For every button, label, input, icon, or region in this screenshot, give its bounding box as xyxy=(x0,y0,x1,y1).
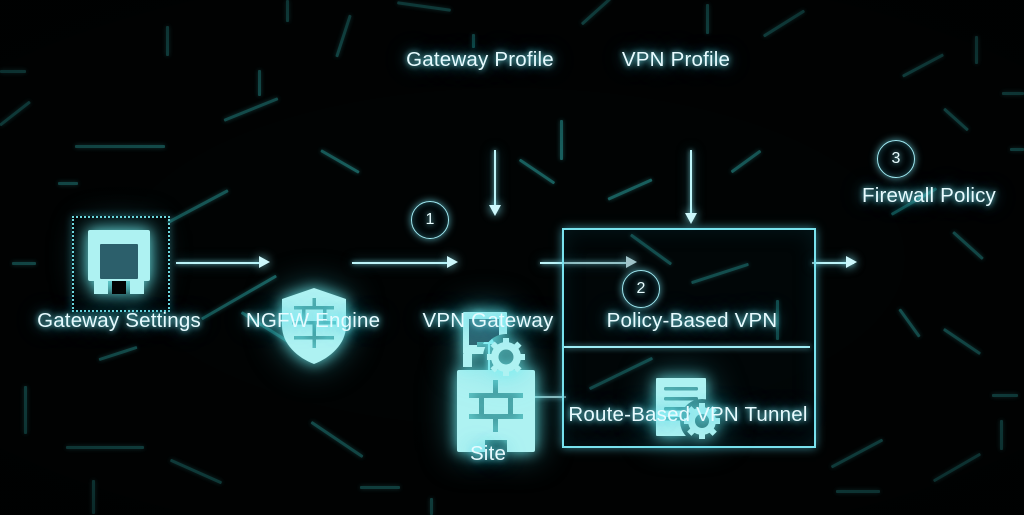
policy-based-vpn-label: Policy-Based VPN xyxy=(606,309,778,332)
connector-vpnprofile-to-vpnbox xyxy=(690,150,692,220)
gateway-profile-label: Gateway Profile xyxy=(406,48,554,71)
vpn-profile-icon[interactable] xyxy=(652,376,728,442)
vpn-gateway-icon[interactable] xyxy=(457,370,535,452)
connector-settings-to-ngfw xyxy=(176,262,259,264)
firewall-policy-label: Firewall Policy xyxy=(862,184,996,207)
connector-site-to-tunnel xyxy=(534,396,566,398)
arrowhead-settings-to-ngfw xyxy=(259,256,270,268)
arrowhead-gateway-to-vpnbox xyxy=(626,256,637,268)
arrowhead-ngfw-to-gateway xyxy=(447,256,458,268)
firewall-brick-icon xyxy=(457,370,535,452)
gateway-profile-icon[interactable] xyxy=(455,310,533,376)
vpn-box-divider xyxy=(564,346,810,348)
shield-firewall-icon xyxy=(282,288,346,364)
connector-gateway-to-vpnbox xyxy=(540,262,626,264)
ngfw-engine-label: NGFW Engine xyxy=(245,309,381,332)
badge-two: 2 xyxy=(622,270,660,308)
vpn-gateway-label: VPN Gateway xyxy=(422,309,554,332)
site-label: Site xyxy=(469,442,507,465)
connector-vpnbox-to-policy xyxy=(812,262,854,264)
gateway-settings-label: Gateway Settings xyxy=(37,309,201,332)
connector-ngfw-to-gateway xyxy=(352,262,447,264)
ngfw-engine-icon[interactable] xyxy=(278,286,350,366)
gateway-settings-icon[interactable] xyxy=(88,230,150,294)
document-gear-icon xyxy=(656,378,720,439)
arrowhead-gatewayprofile xyxy=(489,205,501,216)
badge-one: 1 xyxy=(411,201,449,239)
route-based-vpn-tunnel-label: Route-Based VPN Tunnel xyxy=(568,403,808,426)
badge-three: 3 xyxy=(877,140,915,178)
gateway-settings-selection-box[interactable] xyxy=(72,216,170,312)
vpn-profile-label: VPN Profile xyxy=(621,48,731,71)
gateway-profile-gear-icon xyxy=(463,312,525,376)
arrowhead-vpnbox-to-policy xyxy=(846,256,857,268)
connector-gatewayprofile-to-gateway xyxy=(494,150,496,212)
arrowhead-vpnprofile xyxy=(685,213,697,224)
